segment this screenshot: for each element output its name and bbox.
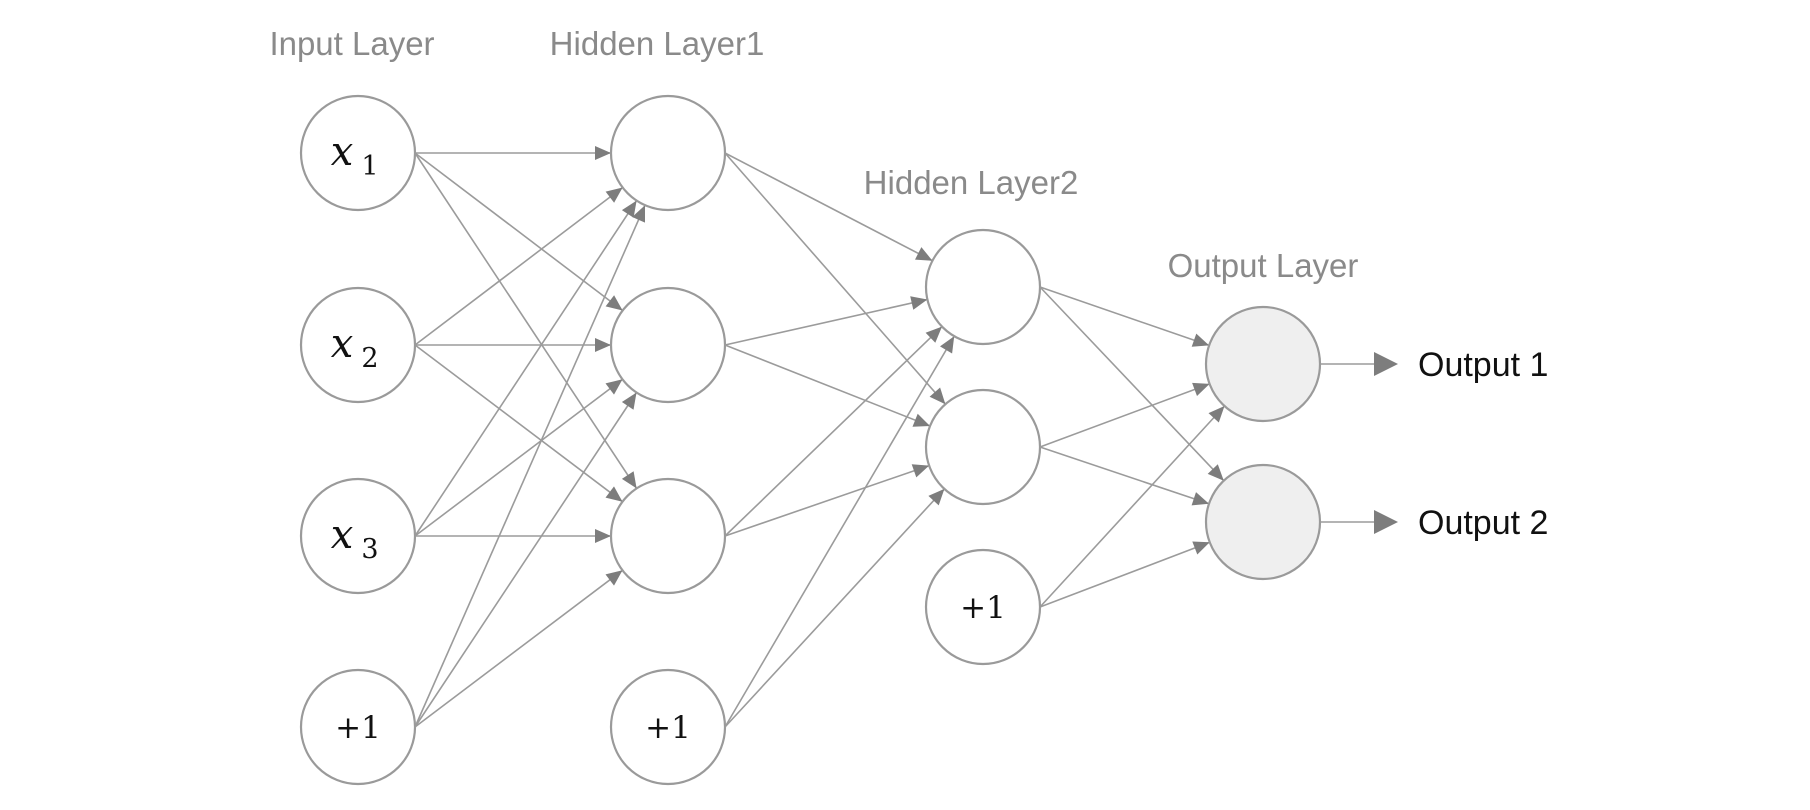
- node-circle: [299, 286, 417, 404]
- output-2-label: Output 2: [1418, 504, 1548, 542]
- arrow-head-l0-n1-to-l1-n2: [605, 486, 623, 502]
- edge-l2-n2-to-l3-n1: [1039, 541, 1210, 608]
- node-circle: [1204, 305, 1322, 423]
- node-variable-label: x: [331, 321, 354, 367]
- bias-node-layer2: +1: [609, 668, 727, 786]
- edge-l0-n1-to-l1-n0: [414, 186, 624, 346]
- node-circle: [924, 388, 1042, 506]
- arrow-head-l2-n2-to-l3-n0: [1208, 406, 1225, 423]
- arrow-head-l0-n3-to-l1-n1: [621, 392, 637, 410]
- node-circle: [299, 477, 417, 595]
- bias-label: +1: [645, 710, 691, 746]
- edge-l2-n1-to-l3-n1: [1039, 446, 1210, 505]
- edge-l1-n3-to-l2-n0: [724, 335, 955, 728]
- output-2-arrow-head: [1374, 510, 1398, 534]
- arrow-head-l1-n2-to-l2-n0: [925, 326, 942, 343]
- arrow-head-l2-n0-to-l3-n1: [1207, 464, 1224, 481]
- edge-l2-n2-to-l3-n0: [1039, 405, 1226, 608]
- arrow-head-l1-n3-to-l2-n0: [940, 336, 955, 354]
- arrow-head-l0-n0-to-l1-n2: [621, 471, 637, 489]
- output-node-2: [1204, 463, 1322, 581]
- node-subscript-label: 2: [361, 343, 378, 374]
- arrow-head-l0-n0-to-l1-n1: [605, 295, 623, 311]
- node-circle: [609, 477, 727, 595]
- arrow-head-l1-n3-to-l2-n1: [928, 488, 945, 506]
- arrow-head-l1-n0-to-l2-n1: [929, 387, 946, 405]
- edge-l1-n1-to-l2-n0: [724, 298, 928, 346]
- arrow-head-l1-n2-to-l2-n1: [911, 464, 930, 478]
- layer-title-2: Hidden Layer1: [550, 25, 765, 62]
- hidden-node-layer1-2: [609, 286, 727, 404]
- bias-node-layer3: +1: [924, 548, 1042, 666]
- arrow-head-l2-n1-to-l3-n0: [1192, 382, 1210, 396]
- edge-l1-n2-to-l2-n0: [724, 326, 943, 537]
- edge-l0-n0-to-l1-n1: [414, 152, 624, 312]
- bias-label: +1: [960, 590, 1006, 626]
- output-1-arrow-head: [1374, 352, 1398, 376]
- hidden-node-layer2-2: [924, 388, 1042, 506]
- arrow-head-l0-n1-to-l1-n1: [595, 338, 611, 352]
- node-circle: [924, 548, 1042, 666]
- arrow-head-l0-n3-to-l1-n0: [632, 205, 645, 223]
- arrow-head-l0-n2-to-l1-n1: [605, 379, 623, 395]
- node-circle: [299, 668, 417, 786]
- edge-l2-n0-to-l3-n0: [1039, 286, 1210, 347]
- edge-l0-n3-to-l1-n1: [414, 392, 638, 728]
- edge-l1-n3-to-l2-n1: [724, 488, 945, 728]
- edge-l1-n0-to-l2-n1: [724, 152, 947, 405]
- edge-l0-n0-to-l1-n2: [414, 152, 638, 489]
- edge-l0-n2-to-l1-n0: [414, 200, 638, 537]
- node-circle: [299, 94, 417, 212]
- node-subscript-label: 1: [361, 151, 378, 182]
- node-circle: [609, 668, 727, 786]
- arrow-head-l0-n1-to-l1-n0: [605, 187, 623, 203]
- node-circle: [1204, 463, 1322, 581]
- output-node-1: [1204, 305, 1322, 423]
- output-1-label: Output 1: [1418, 346, 1548, 384]
- hidden-node-layer1-3: [609, 477, 727, 595]
- bias-node-layer1: +1: [299, 668, 417, 786]
- edge-l0-n2-to-l1-n1: [414, 378, 623, 537]
- edge-l1-n2-to-l2-n1: [724, 464, 930, 537]
- layer-title-1: Input Layer: [269, 25, 434, 62]
- connections: [414, 146, 1398, 728]
- arrow-head-l1-n1-to-l2-n0: [910, 296, 928, 310]
- hidden-node-layer2-1: [924, 228, 1042, 346]
- node-circle: [609, 286, 727, 404]
- layer-title-4: Output Layer: [1168, 247, 1359, 284]
- arrow-head-l0-n3-to-l1-n2: [605, 570, 623, 586]
- layer-title-3: Hidden Layer2: [864, 164, 1079, 201]
- arrow-head-l1-n1-to-l2-n1: [912, 413, 930, 427]
- node-circle: [924, 228, 1042, 346]
- node-variable-label: x: [331, 129, 354, 175]
- bias-label: +1: [335, 710, 381, 746]
- hidden-node-layer1-1: [609, 94, 727, 212]
- node-subscript-label: 3: [361, 534, 378, 565]
- arrow-head-l2-n1-to-l3-n1: [1191, 492, 1209, 506]
- arrow-head-l0-n2-to-l1-n0: [621, 200, 637, 218]
- edge-l0-n3-to-l1-n0: [414, 204, 646, 728]
- arrow-head-l0-n0-to-l1-n0: [595, 146, 611, 160]
- arrow-head-l1-n0-to-l2-n0: [915, 247, 933, 261]
- arrow-head-l2-n2-to-l3-n1: [1192, 541, 1210, 555]
- edge-l1-n1-to-l2-n1: [724, 344, 931, 427]
- node-circle: [609, 94, 727, 212]
- arrow-head-l2-n0-to-l3-n0: [1191, 333, 1210, 347]
- edge-l0-n3-to-l1-n2: [414, 569, 623, 728]
- edge-l2-n1-to-l3-n0: [1039, 383, 1210, 448]
- edge-l2-n0-to-l3-n1: [1039, 286, 1225, 482]
- node-variable-label: x: [331, 512, 354, 558]
- edge-l0-n1-to-l1-n2: [414, 344, 623, 503]
- edge-l1-n0-to-l2-n0: [724, 152, 933, 262]
- arrow-head-l0-n2-to-l1-n2: [595, 529, 611, 543]
